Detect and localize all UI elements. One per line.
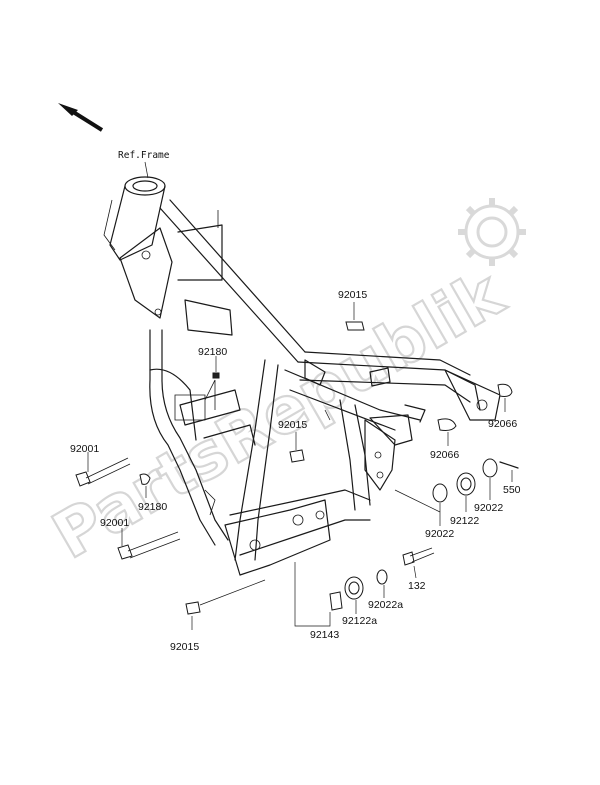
bolt-icon: [117, 531, 181, 560]
nut-icon: [345, 321, 365, 331]
collar-icon: [212, 372, 220, 379]
part-label: 92015: [338, 289, 367, 301]
bushing-icon: [456, 472, 476, 496]
reference-label: Ref.Frame: [118, 150, 170, 161]
part-label: 92180: [138, 501, 167, 513]
cap-icon: [437, 418, 457, 431]
collar-icon: [139, 473, 151, 485]
collar-icon: [329, 591, 343, 611]
cap-icon: [497, 383, 513, 397]
part-labels: 92015 92180 92015 92066 92066 92001 9218…: [70, 289, 521, 653]
part-label: 92180: [198, 346, 227, 358]
part-label: 92122: [450, 515, 479, 527]
bolt-icon: [75, 457, 131, 487]
gear-icon: [458, 198, 526, 266]
part-label: 92066: [430, 449, 459, 461]
reference-leader: [144, 161, 149, 179]
washer-icon: [432, 483, 448, 503]
part-label: 92022: [425, 528, 454, 540]
part-label: 92001: [100, 517, 129, 529]
part-label: 92022a: [368, 599, 403, 611]
front-direction-arrow-icon: [58, 103, 104, 132]
pin-icon: [499, 461, 519, 469]
washer-icon: [376, 569, 388, 585]
part-label: 92015: [170, 641, 199, 653]
part-icons: [75, 321, 519, 615]
part-label: 92022: [474, 502, 503, 514]
part-label: 132: [408, 580, 426, 592]
part-label: 550: [503, 484, 521, 496]
motorcycle-frame: [103, 176, 501, 576]
part-label: 92143: [310, 629, 339, 641]
part-label: 92066: [488, 418, 517, 430]
bolt-icon: [402, 547, 435, 566]
leader-lines: [87, 302, 513, 630]
part-label: 92001: [70, 443, 99, 455]
nut-icon: [185, 601, 201, 615]
bushing-icon: [344, 576, 364, 600]
washer-icon: [482, 458, 498, 478]
nut-icon: [289, 449, 305, 463]
part-label: 92015: [278, 419, 307, 431]
part-label: 92122a: [342, 615, 377, 627]
